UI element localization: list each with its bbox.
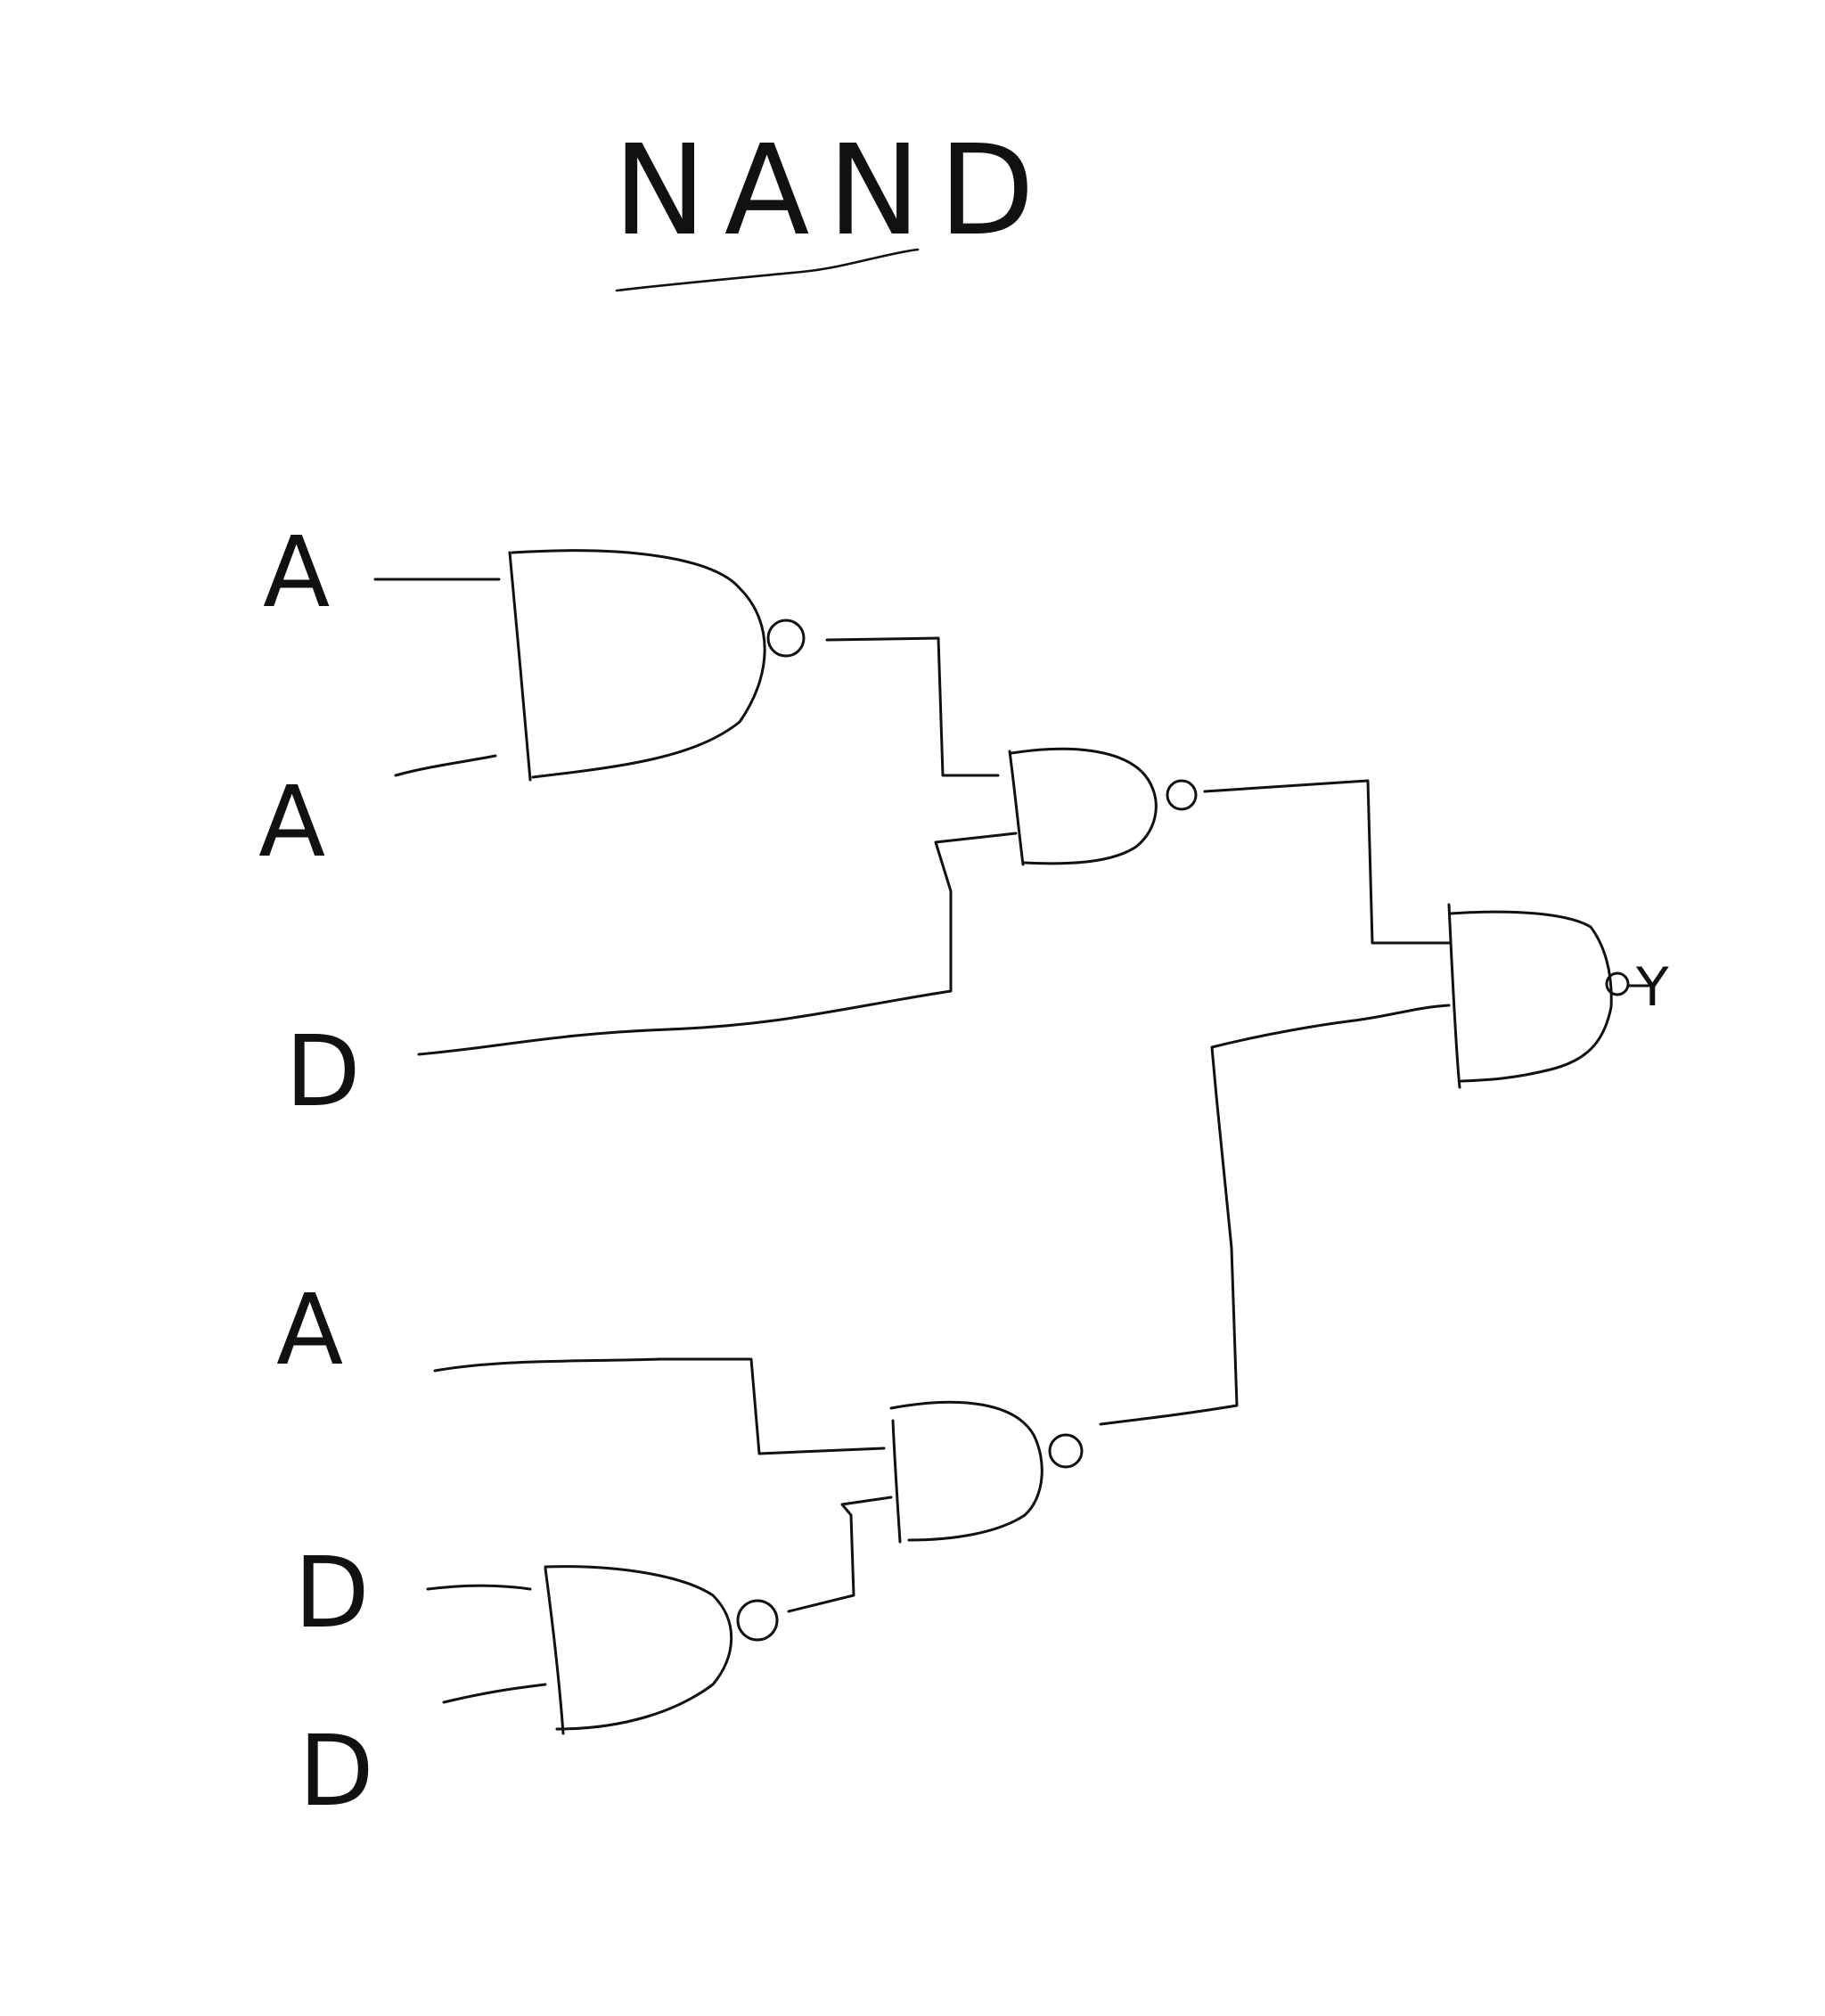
wire-d1-gate2 [417,832,1018,1056]
title-underline [615,248,920,292]
input-labels: A A D A D D [258,515,374,1828]
wire-gate1-gate2 [825,636,1000,777]
gate-2-body [1008,750,1025,866]
gate-1 [508,549,806,782]
gate-2 [1008,747,1198,866]
gate-4-bubble [1048,1433,1084,1469]
gate-5-body [544,1567,565,1735]
wire-a2-gate1 [394,754,497,777]
diagram-title: NAND [613,119,1052,264]
gate-1-body [508,551,532,782]
gate-1-bubble [766,619,806,658]
input-label-a3: A [276,1273,343,1387]
gate-2-bubble [1166,779,1198,811]
gate-4-body [891,1419,902,1544]
gate-4 [889,1400,1084,1544]
gate-2-curve [1010,747,1158,865]
wire-gate4-gate3 [1099,1004,1451,1426]
wire-gate2-gate3 [1203,779,1451,945]
gate-5 [544,1565,779,1735]
gate-3 [1447,903,1650,1089]
wire-d3-gate5 [442,1683,547,1704]
gate-5-curve [544,1565,733,1731]
input-label-a1: A [263,515,330,629]
gate-1-curve [511,549,766,779]
gate-5-bubble [736,1599,779,1642]
input-label-d2: D [294,1536,370,1650]
gate-4-curve [889,1400,1043,1542]
gate-3-body [1447,903,1461,1089]
wire-a3-gate4 [433,1357,886,1455]
title-group: NAND [613,119,1052,292]
wire-d2-gate5 [426,1584,532,1591]
wires [373,578,1451,1704]
wire-gate5-gate4 [787,1496,893,1613]
input-label-a2: A [258,765,325,879]
output-label: Y [1635,956,1669,1019]
input-label-d3: D [299,1714,374,1828]
gate-3-bubble [1605,971,1630,996]
gate-3-curve [1449,910,1613,1083]
input-label-d1: D [285,1014,361,1128]
